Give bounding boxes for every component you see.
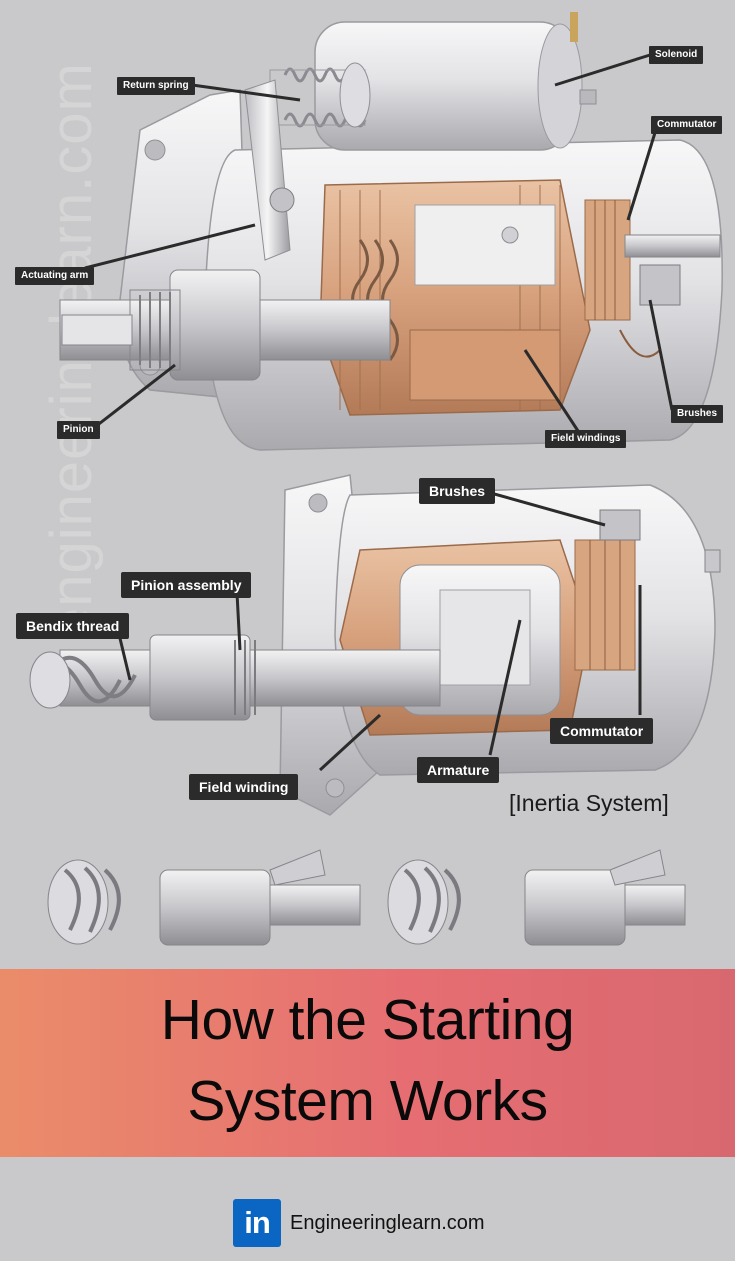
title-line-1: How the Starting bbox=[160, 988, 575, 1052]
title-line-2: System Works bbox=[187, 1069, 548, 1133]
label-pinion-assembly: Pinion assembly bbox=[121, 572, 252, 598]
bendix-drive-disengaged bbox=[47, 849, 361, 946]
inertia-system-diagram: Brushes Pinion assembly Bendix thread Co… bbox=[0, 470, 735, 830]
label-return-spring: Return spring bbox=[117, 77, 195, 95]
label-commutator: Commutator bbox=[651, 116, 723, 134]
title-banner: How the Starting System Works bbox=[0, 969, 735, 1157]
starter-motor-diagram: Solenoid Return spring Commutator Actuat… bbox=[0, 0, 735, 470]
footer-website-link[interactable]: Engineeringlearn.com bbox=[290, 1212, 485, 1234]
label-brushes-inertia: Brushes bbox=[419, 478, 496, 504]
label-field-windings: Field windings bbox=[545, 430, 627, 448]
label-actuating-arm: Actuating arm bbox=[15, 267, 95, 285]
bendix-drive-engaged bbox=[387, 849, 686, 946]
starter-motor-illustration bbox=[59, 12, 723, 451]
linkedin-icon[interactable]: in bbox=[233, 1199, 281, 1247]
inertia-starter-illustration bbox=[29, 474, 721, 816]
label-pinion: Pinion bbox=[57, 421, 100, 439]
bendix-drive-illustrations bbox=[0, 830, 735, 970]
footer bbox=[0, 1157, 735, 1261]
inertia-system-caption: [Inertia System] bbox=[509, 790, 669, 816]
label-field-winding: Field winding bbox=[189, 774, 299, 800]
label-solenoid: Solenoid bbox=[649, 46, 704, 64]
label-commutator-inertia: Commutator bbox=[550, 718, 654, 744]
label-brushes: Brushes bbox=[671, 405, 724, 423]
label-armature: Armature bbox=[417, 757, 500, 783]
bendix-drive-pair bbox=[47, 849, 686, 946]
label-bendix-thread: Bendix thread bbox=[16, 613, 130, 639]
